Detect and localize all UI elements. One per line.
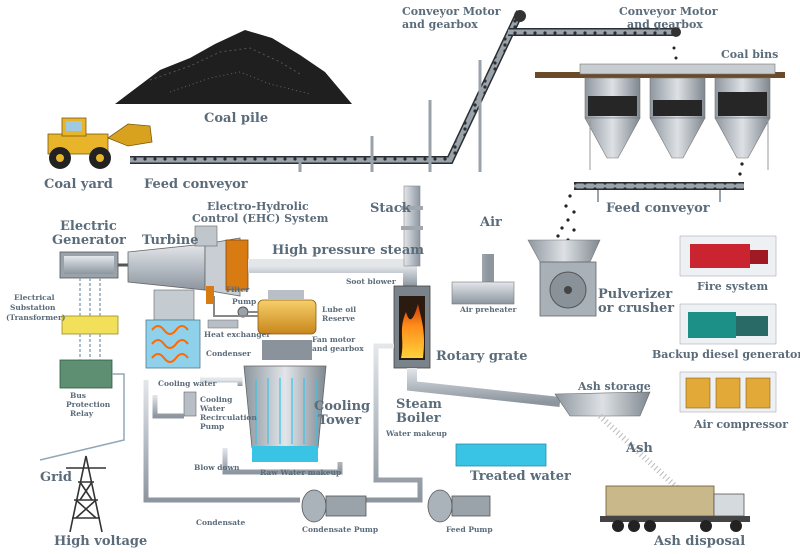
label-rotary-grate: Rotary grate: [436, 349, 527, 364]
lube-oil-reserve: [257, 290, 317, 335]
coal-bins: [535, 63, 785, 170]
air-preheater: [451, 281, 515, 305]
label-ehc-1: Electro-Hydrolic: [207, 200, 309, 213]
stack: [401, 185, 423, 267]
label-air-compressor: Air compressor: [693, 418, 788, 431]
ehc-system: [194, 225, 218, 247]
label-pump: Pump: [232, 297, 256, 306]
label-substation-1: Electrical: [14, 293, 55, 302]
label-cooling-pump-4: Pump: [200, 422, 224, 431]
fire-system: [679, 235, 777, 277]
label-air-preheater: Air preheater: [459, 305, 518, 314]
label-cooling-tower-2: Tower: [318, 413, 361, 428]
label-condensate: Condensate: [196, 518, 245, 527]
label-coal-yard: Coal yard: [44, 177, 113, 192]
label-steam-boiler-1: Steam: [396, 397, 442, 412]
label-electric-generator-2: Generator: [52, 233, 126, 248]
high-voltage-tower: [66, 455, 106, 533]
label-treated-water: Treated water: [470, 469, 571, 484]
backup-diesel-generator: [679, 303, 777, 345]
label-cooling-pump-3: Recirculation: [200, 413, 257, 422]
label-condensate-pump: Condensate Pump: [302, 525, 378, 534]
conveyor-motor-1: [514, 10, 526, 22]
label-soot-blower: Soot blower: [346, 277, 397, 286]
label-conveyor-motor-2b: and gearbox: [627, 18, 703, 31]
conveyor-motor-2: [671, 27, 681, 37]
label-lube-oil-2: Reserve: [322, 314, 355, 323]
electric-generator: [59, 251, 128, 279]
label-substation-3: (Transformer): [6, 313, 65, 322]
label-conveyor-motor-1b: and gearbox: [402, 18, 478, 31]
label-water-makeup: Water makeup: [385, 429, 447, 438]
label-raw-water-makeup: Raw Water makeup: [260, 468, 341, 477]
label-bus-3: Relay: [70, 409, 94, 418]
label-feed-conveyor-1: Feed conveyor: [144, 177, 248, 192]
label-coal-pile: Coal pile: [204, 111, 268, 126]
label-lube-oil-1: Lube oil: [322, 305, 356, 314]
label-conveyor-motor-2: Conveyor Motor: [619, 5, 718, 18]
condenser: [145, 289, 201, 369]
bus-protection-relay: [59, 334, 113, 389]
label-fan-motor-2: and gearbox: [312, 344, 364, 353]
ash-storage: [554, 391, 693, 503]
label-high-voltage: High voltage: [54, 534, 147, 549]
label-ash-storage: Ash storage: [577, 380, 651, 393]
label-ehc-2: Control (EHC) System: [192, 212, 329, 225]
label-turbine: Turbine: [142, 233, 199, 248]
feed-conveyor-incline: [130, 10, 524, 172]
label-backup-diesel: Backup diesel generator: [652, 348, 800, 361]
steam-boiler: [393, 285, 431, 369]
label-coal-bins: Coal bins: [721, 48, 778, 61]
label-grid: Grid: [40, 470, 72, 485]
label-cooling-tower-1: Cooling: [314, 399, 370, 414]
label-feed-conveyor-2: Feed conveyor: [606, 201, 710, 216]
label-filter: Filter: [226, 285, 250, 294]
label-stack: Stack: [370, 201, 412, 216]
top-conveyor: [508, 10, 681, 37]
label-pulverizer-2: or crusher: [598, 301, 674, 316]
treated-water-tank: [455, 443, 547, 467]
label-ash-disposal: Ash disposal: [653, 534, 745, 549]
air-compressor: [679, 371, 777, 413]
wheel-loader: [47, 117, 153, 169]
label-bus-1: Bus: [70, 391, 86, 400]
label-heat-exchanger: Heat exchanger: [204, 330, 271, 339]
cooling-water-pump: [183, 391, 197, 417]
label-feed-pump: Feed Pump: [446, 525, 493, 534]
feed-conveyor-right: [574, 182, 744, 202]
label-ash: Ash: [625, 441, 653, 456]
coal-pile: [115, 30, 352, 104]
label-substation-2: Substation: [10, 303, 56, 312]
label-pulverizer-1: Pulverizer: [598, 287, 672, 302]
turbine: [127, 225, 249, 297]
label-steam-boiler-2: Boiler: [396, 411, 441, 426]
label-cooling-pump-2: Water: [199, 404, 226, 413]
filter: [206, 286, 214, 304]
condensate-pump: [301, 489, 367, 523]
label-cooling-pump-1: Cooling: [200, 395, 233, 404]
label-condenser: Condenser: [206, 349, 252, 358]
label-fire-system: Fire system: [697, 280, 768, 293]
heat-exchanger: [207, 319, 239, 329]
label-air: Air: [479, 215, 502, 230]
label-conveyor-motor-1: Conveyor Motor: [402, 5, 501, 18]
label-electric-generator-1: Electric: [60, 219, 117, 234]
label-high-pressure-steam: High pressure steam: [272, 243, 424, 258]
label-bus-2: Protection: [66, 400, 111, 409]
ash-truck: [600, 485, 750, 532]
label-cooling-water: Cooling water: [158, 379, 218, 388]
pulverizer: [527, 239, 601, 317]
piping: [143, 343, 455, 503]
feed-pump: [427, 489, 491, 523]
label-fan-motor-1: Fan motor: [312, 335, 356, 344]
label-blow-down: Blow down: [194, 463, 240, 472]
cooling-tower: [243, 340, 327, 462]
electrical-substation: [61, 278, 119, 335]
